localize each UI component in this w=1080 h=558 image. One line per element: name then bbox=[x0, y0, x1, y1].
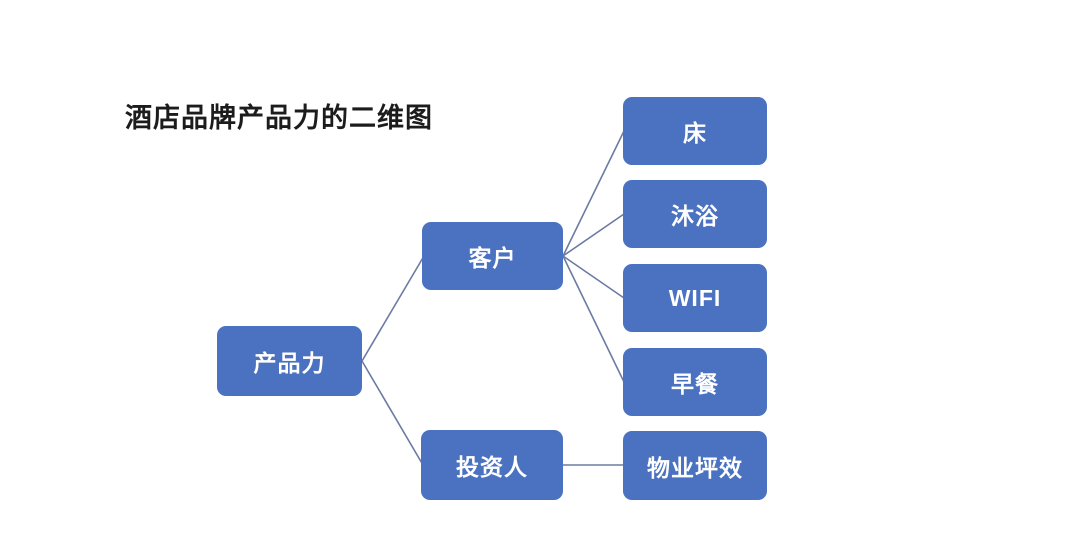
node-bath: 沐浴 bbox=[623, 180, 767, 248]
connector-root-customer bbox=[361, 255, 425, 362]
node-product-power: 产品力 bbox=[217, 326, 362, 396]
connector-customer-bed bbox=[562, 130, 625, 257]
node-breakfast: 早餐 bbox=[623, 348, 767, 416]
diagram-title: 酒店品牌产品力的二维图 bbox=[125, 103, 433, 133]
connector-root-investor bbox=[361, 360, 424, 466]
connector-customer-breakfast bbox=[562, 255, 625, 383]
node-wifi: WIFI bbox=[623, 264, 767, 332]
node-property-efficiency: 物业坪效 bbox=[623, 431, 767, 500]
node-investor: 投资人 bbox=[421, 430, 563, 500]
connector-customer-wifi bbox=[562, 255, 625, 299]
node-customer: 客户 bbox=[422, 222, 563, 290]
node-bed: 床 bbox=[623, 97, 767, 165]
connector-customer-bath bbox=[562, 213, 625, 257]
